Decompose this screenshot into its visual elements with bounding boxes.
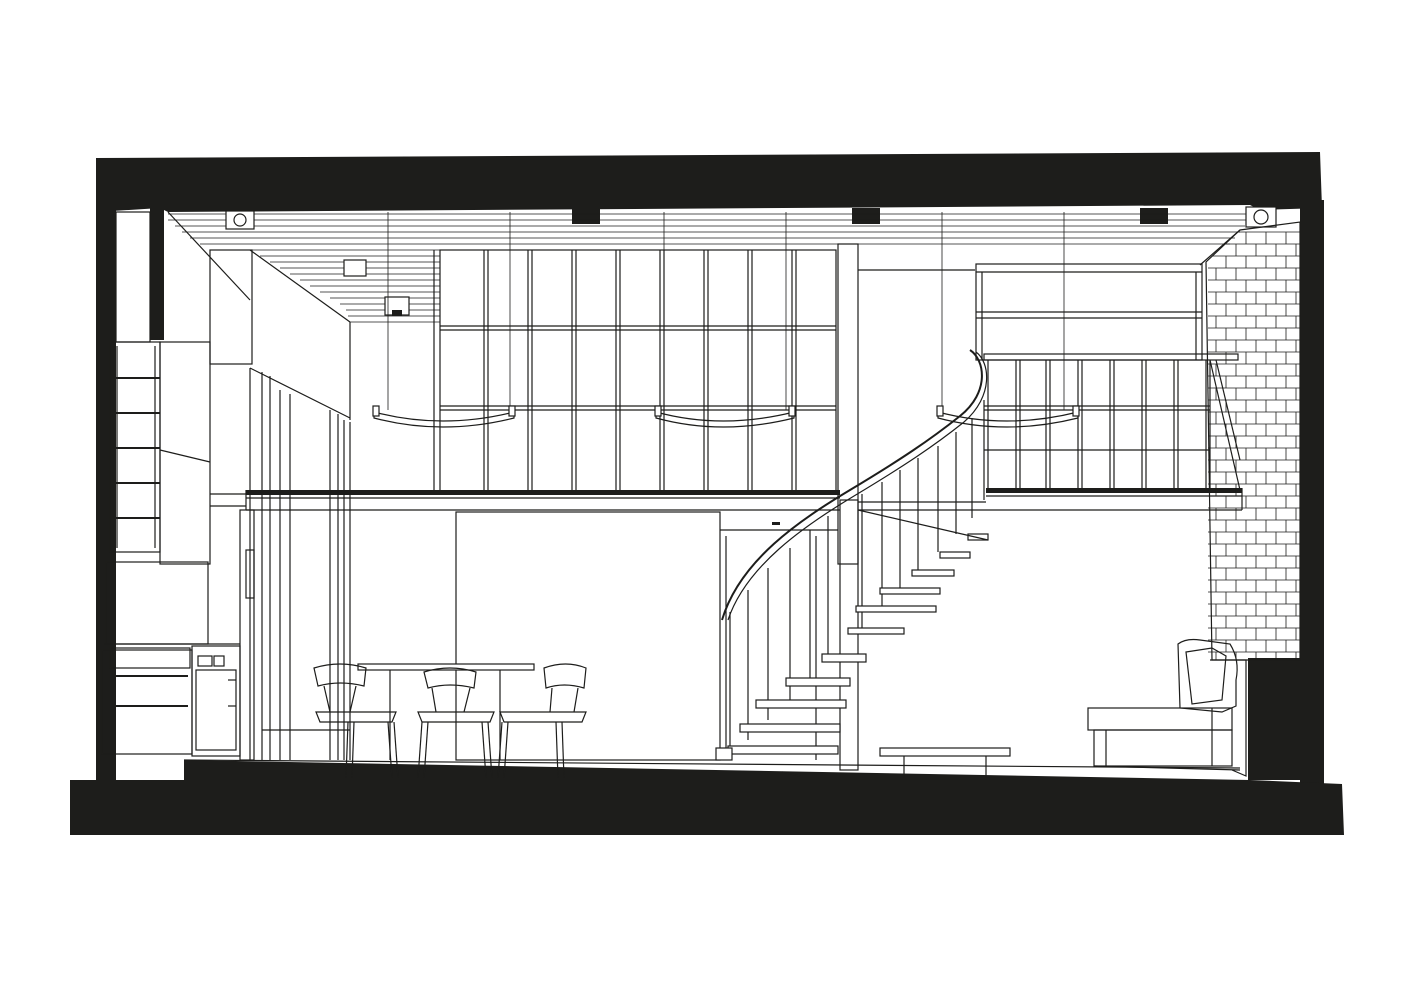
sofa (1087, 638, 1247, 777)
spiral-staircase (715, 349, 989, 771)
mezzanine-floor (210, 488, 1243, 511)
upper-bedroom-balustrade (975, 263, 1241, 492)
pendant-lights (372, 212, 1080, 428)
ceiling-spotlights (225, 206, 1277, 316)
brick-wall (1205, 221, 1301, 661)
brick-wall-outline (1205, 221, 1301, 661)
dining-chair (417, 667, 495, 779)
timber-slat-ceiling (167, 211, 1250, 323)
dining-chair (313, 663, 399, 779)
glass-doors (183, 322, 1241, 769)
dining-chairs (313, 663, 587, 779)
steel-framed-glass-partition (433, 243, 975, 565)
section-walls (70, 152, 1344, 835)
wall-panel (455, 511, 838, 761)
coffee-table (781, 747, 1011, 778)
kitchen-units (101, 509, 255, 761)
shelving (109, 211, 253, 565)
dining-chair (497, 663, 587, 779)
